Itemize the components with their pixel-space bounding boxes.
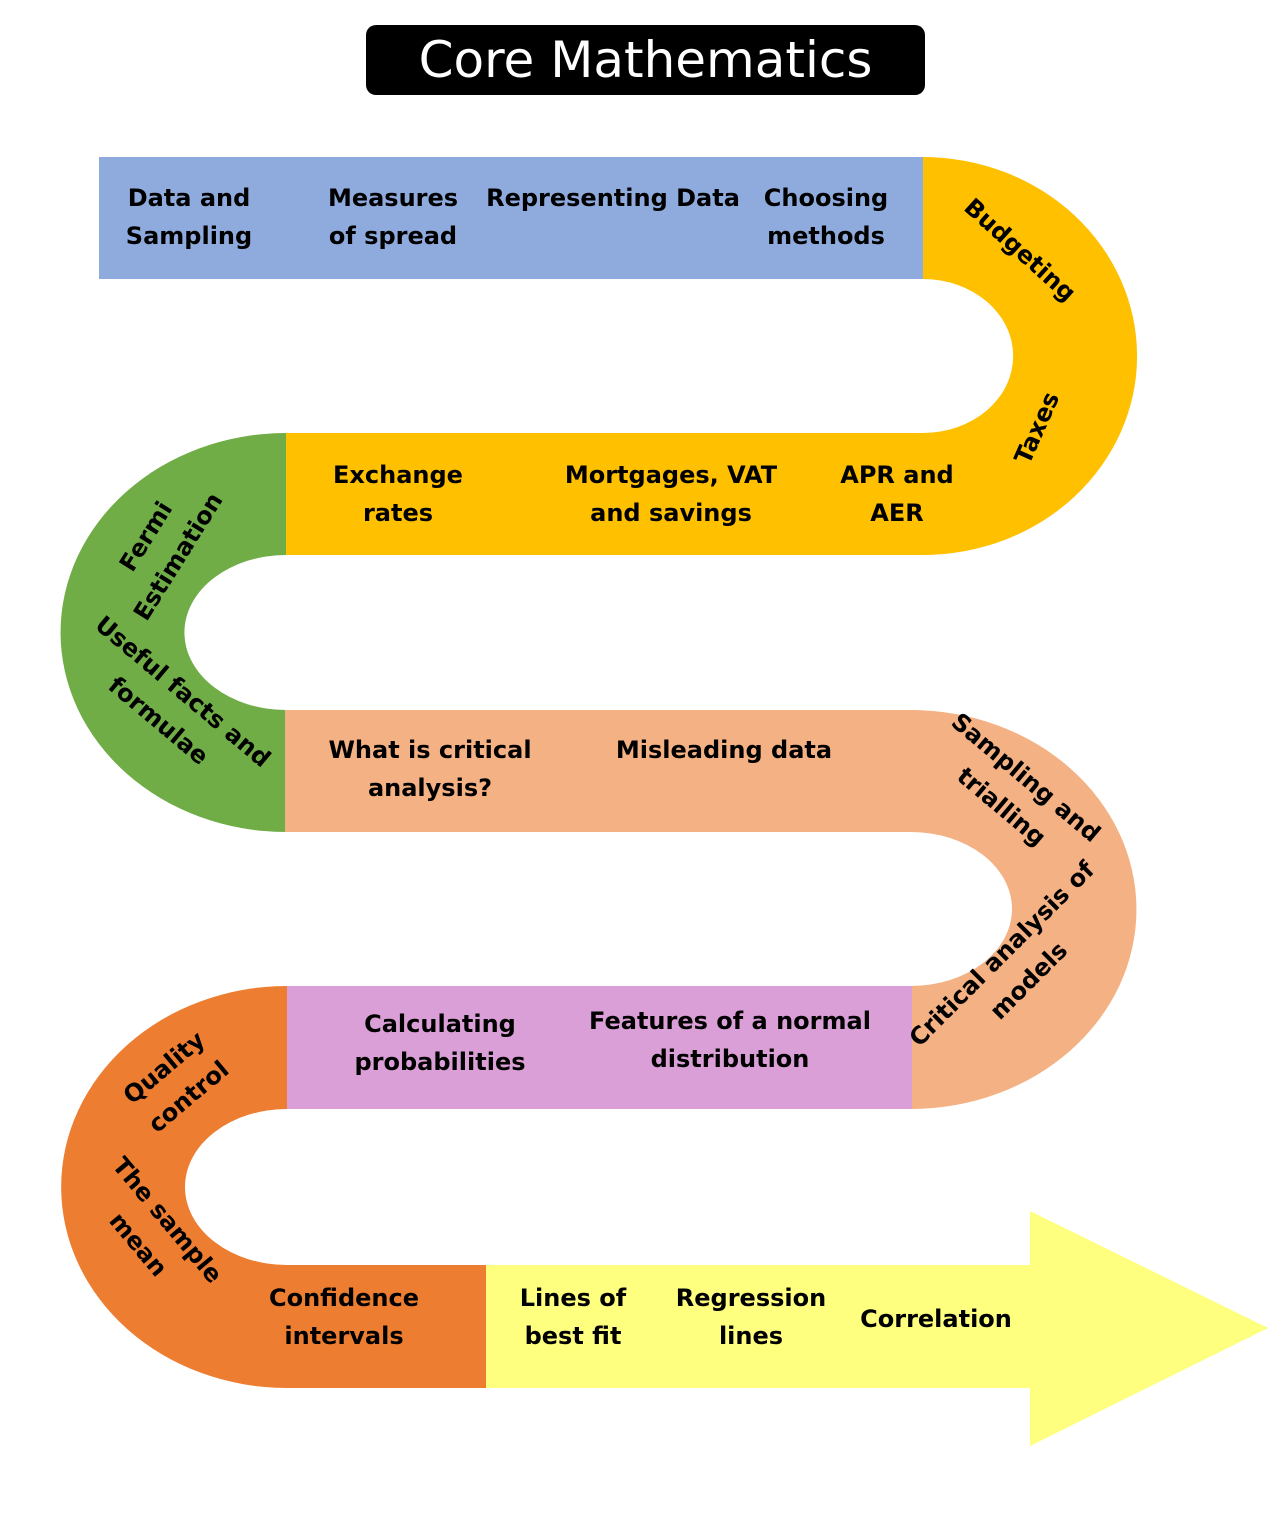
topic-what-is-critical-analysis: What is critical analysis?	[328, 736, 531, 802]
topic-mortgages-vat-savings: Mortgages, VAT and savings	[565, 461, 778, 527]
topic-calculating-probabilities: Calculating probabilities	[355, 1010, 526, 1076]
topic-line: best fit	[525, 1322, 622, 1350]
topic-line: Measures	[328, 184, 458, 212]
topic-line: Data and	[128, 184, 251, 212]
topic-line: Mortgages, VAT	[565, 461, 778, 489]
title-banner: Core Mathematics	[366, 25, 925, 95]
final-arrow	[486, 1211, 1268, 1446]
topic-line: Sampling	[126, 222, 252, 250]
topic-line: Confidence	[269, 1284, 419, 1312]
band-5-statistics	[286, 1265, 487, 1388]
curve-2-estimation	[60, 433, 286, 832]
topic-line: Misleading data	[616, 736, 832, 764]
topic-line: distribution	[651, 1045, 810, 1073]
topic-choosing-methods: Choosing methods	[764, 184, 888, 250]
band-3-critical-analysis	[285, 710, 912, 832]
topic-line: Choosing	[764, 184, 888, 212]
topic-regression-lines: Regression lines	[676, 1284, 826, 1350]
curve-4-statistics	[61, 986, 288, 1388]
topic-line: analysis?	[368, 774, 492, 802]
band-2-finance	[285, 433, 924, 555]
topic-misleading-data: Misleading data	[616, 736, 832, 764]
topic-line: AER	[870, 499, 923, 527]
curve-1-finance	[923, 157, 1138, 555]
topic-line: Lines of	[520, 1284, 627, 1312]
topic-lines-of-best-fit: Lines of best fit	[520, 1284, 627, 1350]
topic-line: intervals	[284, 1322, 403, 1350]
topic-line: Correlation	[860, 1305, 1012, 1333]
topic-line: What is critical	[328, 736, 531, 764]
page-title: Core Mathematics	[418, 31, 873, 89]
topic-line: methods	[767, 222, 885, 250]
band-4-probability	[286, 986, 912, 1109]
topic-line: Regression	[676, 1284, 826, 1312]
topic-measures-of-spread: Measures of spread	[328, 184, 458, 250]
topic-line: Exchange	[333, 461, 463, 489]
topic-exchange-rates: Exchange rates	[333, 461, 463, 527]
topic-line: of spread	[329, 222, 457, 250]
topic-line: Features of a normal	[589, 1007, 871, 1035]
topic-line: probabilities	[355, 1048, 526, 1076]
topic-confidence-intervals: Confidence intervals	[269, 1284, 419, 1350]
topic-line: rates	[363, 499, 433, 527]
topic-line: APR and	[840, 461, 953, 489]
topic-correlation: Correlation	[860, 1305, 1012, 1333]
topic-line: and savings	[590, 499, 752, 527]
curve-3-critical-analysis	[911, 710, 1137, 1109]
topic-representing-data: Representing Data	[486, 184, 740, 212]
band-1-data-handling	[99, 157, 924, 279]
topic-normal-distribution-features: Features of a normal distribution	[589, 1007, 871, 1073]
topic-line: Calculating	[364, 1010, 516, 1038]
topic-line: lines	[719, 1322, 783, 1350]
topic-line: Representing Data	[486, 184, 740, 212]
